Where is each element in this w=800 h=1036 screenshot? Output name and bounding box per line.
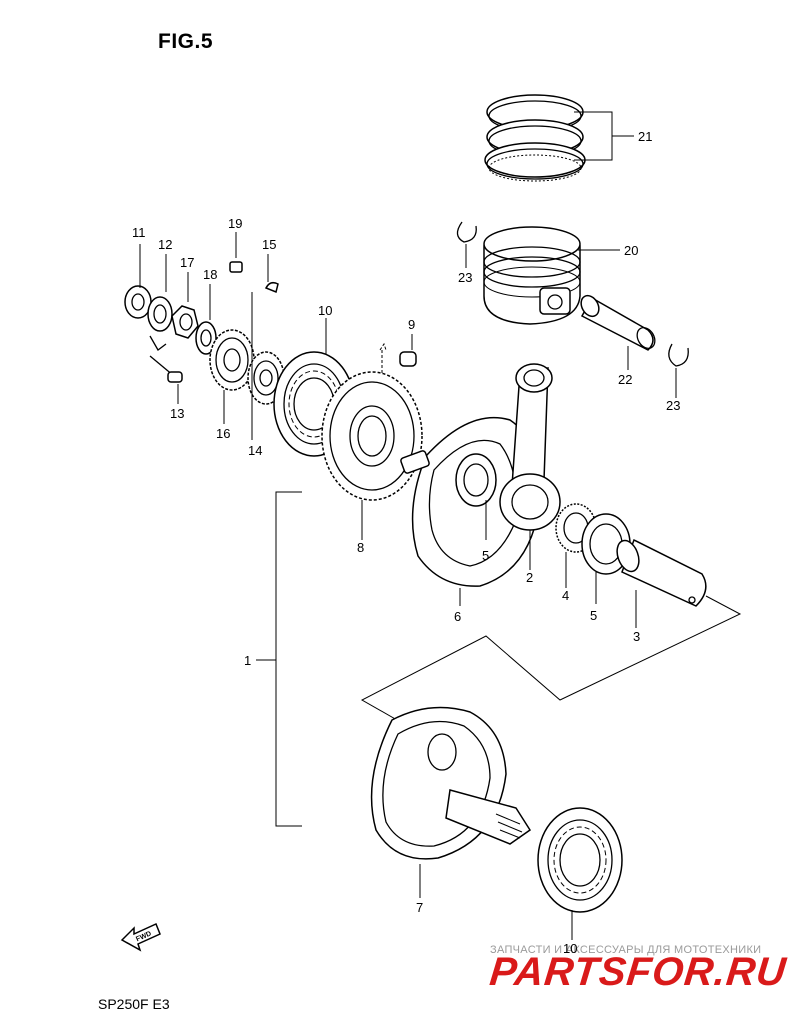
callout-22: 22 — [618, 372, 632, 387]
crank-pin-part — [616, 538, 707, 607]
callout-13: 13 — [170, 406, 184, 421]
bearing-lower-part — [537, 807, 623, 913]
piston-pin-part — [580, 294, 656, 351]
callout-15: 15 — [262, 237, 276, 252]
callout-10-lower: 10 — [563, 941, 577, 956]
callout-21: 21 — [638, 129, 652, 144]
callout-16: 16 — [216, 426, 230, 441]
callout-18: 18 — [203, 267, 217, 282]
connecting-rod-part — [499, 363, 561, 531]
callout-9: 9 — [408, 317, 415, 332]
callout-23-right: 23 — [666, 398, 680, 413]
oil-seal-part — [124, 285, 152, 319]
callout-10-upper: 10 — [318, 303, 332, 318]
timing-gear-part — [321, 371, 423, 501]
nut-part — [171, 305, 199, 339]
callout-11: 11 — [132, 225, 146, 240]
dowel-pin-part — [399, 351, 417, 367]
lock-washer-part — [147, 296, 173, 351]
callout-8: 8 — [357, 540, 364, 555]
piston-part — [483, 226, 581, 325]
callout-23-left: 23 — [458, 270, 472, 285]
callout-17: 17 — [180, 255, 194, 270]
callout-2: 2 — [526, 570, 533, 585]
callout-1: 1 — [244, 653, 251, 668]
primary-drive-gear-part — [209, 329, 255, 391]
callout-7: 7 — [416, 900, 423, 915]
key-part — [229, 261, 243, 273]
callout-19: 19 — [228, 216, 242, 231]
callout-12: 12 — [158, 237, 172, 252]
callout-6: 6 — [454, 609, 461, 624]
circlip-left-part — [456, 221, 477, 243]
watermark-tagline: ЗАПЧАСТИ И АКСЕССУАРЫ ДЛЯ МОТОТЕХНИКИ — [490, 944, 762, 956]
figure-title: FIG.5 — [158, 30, 214, 53]
piston-rings-part — [484, 94, 586, 182]
callout-20: 20 — [624, 243, 638, 258]
callout-5-right: 5 — [590, 608, 597, 623]
crankshaft-half-left-part — [370, 706, 532, 860]
crankshaft-half-right-part — [400, 416, 541, 587]
screw-part — [149, 355, 183, 383]
washer-part — [195, 321, 217, 355]
callout-4: 4 — [562, 588, 569, 603]
callout-5-left: 5 — [482, 548, 489, 563]
woodruff-key-part — [264, 281, 279, 294]
model-code: SP250F E3 — [98, 996, 170, 1012]
forward-arrow-icon: FWD — [120, 922, 161, 952]
circlip-right-part — [668, 343, 689, 367]
callout-14: 14 — [248, 443, 262, 458]
callout-3: 3 — [633, 629, 640, 644]
